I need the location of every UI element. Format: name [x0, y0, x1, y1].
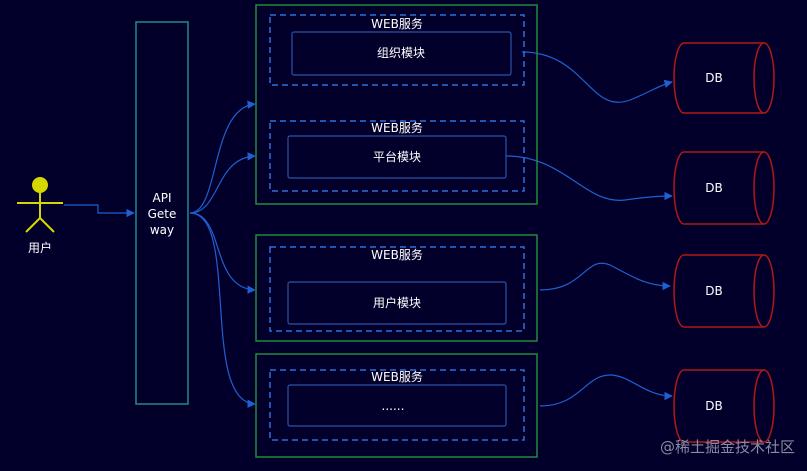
- service-box: [255, 4, 538, 205]
- web-service-group: [269, 14, 525, 86]
- edge-user-module-to-db3: [539, 262, 671, 291]
- actor: 用户: [17, 177, 63, 255]
- web-service-title: WEB服务: [371, 369, 423, 384]
- web-service-title: WEB服务: [371, 120, 423, 135]
- db-label: DB: [705, 284, 722, 298]
- db-label: DB: [705, 181, 722, 195]
- actor-label: 用户: [28, 240, 52, 255]
- web-service-group: [269, 246, 525, 332]
- web-service-title: WEB服务: [371, 16, 423, 31]
- module-label: 组织模块: [377, 46, 425, 60]
- module-label: 用户模块: [373, 295, 421, 310]
- service-box: [255, 353, 538, 458]
- web-service-group: [269, 369, 525, 441]
- edge-gateway-to-platform-module: [189, 152, 256, 214]
- db-icon: [673, 369, 775, 443]
- module-box: [287, 384, 507, 427]
- database-1: DB: [673, 42, 775, 114]
- web-service-group: [269, 120, 525, 192]
- service-container-1: WEB服务 组织模块 WEB服务 平台模块: [255, 4, 538, 205]
- edge-gateway-to-org-module: [189, 100, 256, 214]
- watermark: @稀土掘金技术社区: [660, 438, 795, 456]
- web-service-title: WEB服务: [371, 247, 423, 262]
- db-label: DB: [705, 399, 722, 413]
- edges: [64, 51, 673, 408]
- gateway-label-line-3: way: [150, 223, 174, 237]
- database-4: DB: [673, 369, 775, 443]
- module-box: [287, 135, 507, 179]
- api-gateway: API Gete way: [135, 21, 189, 405]
- service-box: [255, 234, 538, 342]
- gateway-box: [135, 21, 189, 405]
- person-icon: [17, 177, 63, 233]
- edge-org-module-to-db1: [521, 51, 673, 103]
- db-icon: [673, 254, 775, 328]
- edge-platform-module-to-db2: [505, 155, 673, 201]
- db-icon: [673, 151, 775, 225]
- gateway-label-line-1: API: [153, 191, 172, 205]
- edge-gateway-to-user-module: [189, 212, 256, 294]
- service-container-2: WEB服务 用户模块: [255, 234, 538, 342]
- edge-user-to-gateway: [64, 204, 135, 218]
- edge-gateway-to-other-module: [189, 212, 256, 408]
- module-label: ......: [382, 399, 405, 413]
- database-2: DB: [673, 151, 775, 225]
- gateway-label-line-2: Gete: [148, 207, 177, 221]
- module-label: 平台模块: [373, 149, 421, 164]
- edge-other-module-to-db4: [539, 374, 673, 407]
- db-icon: [673, 42, 775, 114]
- db-label: DB: [705, 71, 722, 85]
- database-3: DB: [673, 254, 775, 328]
- module-box: [287, 281, 507, 325]
- module-box: [291, 31, 512, 76]
- service-container-3: WEB服务 ......: [255, 353, 538, 458]
